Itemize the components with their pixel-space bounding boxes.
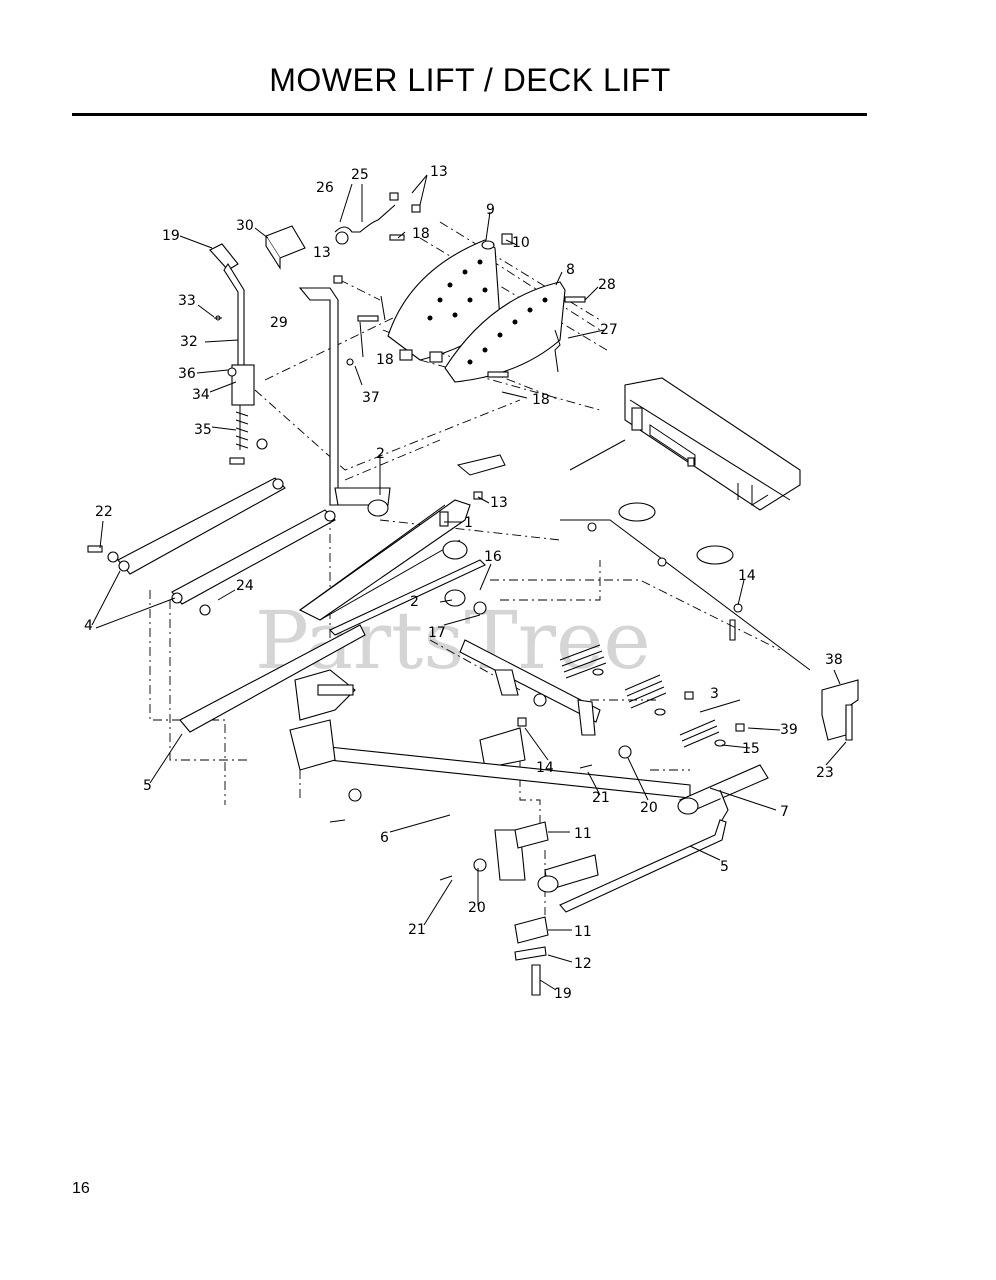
top-hardware [333,192,586,378]
callout-1: 1 [464,515,473,531]
callout-leaders [91,174,847,991]
callout-14-right: 14 [738,568,756,584]
callout-21-right: 21 [592,790,610,806]
callout-31: 19 [162,228,180,244]
callout-7: 7 [780,804,789,820]
callout-15: 15 [742,741,760,757]
callout-24: 24 [236,578,254,594]
lift-handle [209,225,354,506]
bracket-stack [514,821,549,996]
frame [560,377,811,671]
callout-10: 10 [512,235,530,251]
callout-3: 3 [710,686,719,702]
callout-20-right: 20 [640,800,658,816]
callout-35: 35 [194,422,212,438]
callout-32: 32 [180,334,198,350]
callout-4: 4 [84,618,93,634]
page-title: MOWER LIFT / DECK LIFT [269,62,671,98]
callout-5-left: 5 [143,778,152,794]
callout-36: 36 [178,366,196,382]
callout-16: 16 [484,549,502,565]
callout-28: 28 [598,277,616,293]
callout-11-top: 11 [574,826,592,842]
callout-33: 33 [178,293,196,309]
callout-11-bottom: 11 [574,924,592,940]
lift-links [87,438,336,616]
title-rule [72,113,867,116]
callout-29: 29 [270,315,288,331]
callout-27: 27 [600,322,618,338]
callout-19: 19 [554,986,572,1002]
callout-13-mid: 13 [313,245,331,261]
callout-13-top: 13 [430,164,448,180]
callout-8: 8 [566,262,575,278]
callout-6: 6 [380,830,389,846]
callout-2-lower: 2 [410,594,419,610]
rockshaft [179,624,769,913]
callout-23: 23 [816,765,834,781]
bracket-38 [821,679,859,741]
callout-26: 26 [316,180,334,196]
callout-12: 12 [574,956,592,972]
callout-5-right: 5 [720,859,729,875]
page-number: 16 [72,1180,90,1197]
callout-39: 39 [780,722,798,738]
callout-30: 30 [236,218,254,234]
callout-37: 37 [362,390,380,406]
spring-rods [459,639,745,769]
callout-13-lower: 13 [490,495,508,511]
lift-arm [298,454,506,636]
quadrant-plates [387,233,566,383]
callout-labels: 19 30 33 32 36 34 35 29 26 25 13 13 18 9… [84,164,843,1002]
callout-22: 22 [95,504,113,520]
callout-34: 34 [192,387,210,403]
callout-17: 17 [428,625,446,641]
callout-2-top: 2 [376,446,385,462]
callout-20-left: 20 [468,900,486,916]
callout-9: 9 [486,202,495,218]
callout-25: 25 [351,167,369,183]
callout-18-bottom: 18 [532,392,550,408]
callout-14-mid: 14 [536,760,554,776]
callout-21-left: 21 [408,922,426,938]
callout-18-top: 18 [412,226,430,242]
callout-18-mid: 18 [376,352,394,368]
callout-38: 38 [825,652,843,668]
